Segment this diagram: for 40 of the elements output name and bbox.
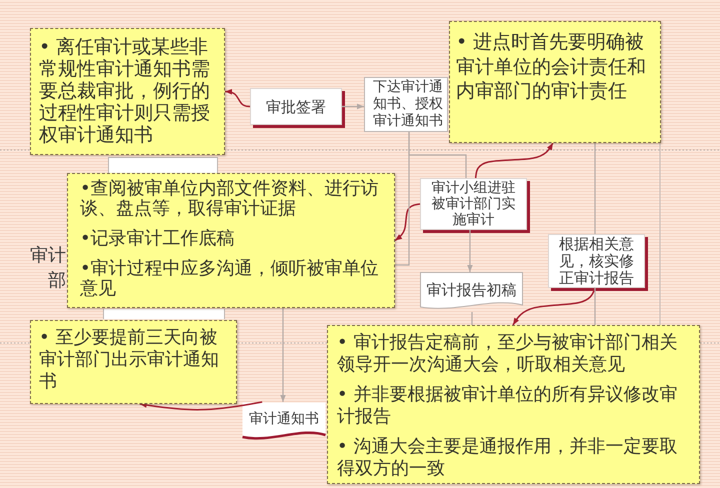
box-text: 根据相关意见，核实修正审计报告 xyxy=(558,236,635,286)
process-box xyxy=(103,309,225,319)
box-text: 审批签署 xyxy=(266,98,326,116)
callout-text: • 并非要根据被审计单位的所有异议修改审计报告 xyxy=(337,384,678,428)
lane-label: 部 xyxy=(48,269,66,292)
callout-box xyxy=(30,28,225,155)
connector-line xyxy=(594,143,596,234)
callout-text: • 审计报告定稿前，至少与被审计部门相关领导开一次沟通大会，听取相关意见 xyxy=(337,332,678,376)
process-box xyxy=(548,234,645,288)
curved-arrow xyxy=(140,401,262,410)
lane-label: 审计 xyxy=(30,244,66,267)
curved-arrow xyxy=(224,89,250,108)
callout-text: • 至少要提前三天向被审计部门出示审计通知书 xyxy=(39,327,220,393)
process-box xyxy=(420,178,527,230)
connector-line xyxy=(471,312,473,325)
process-box xyxy=(108,157,218,173)
curved-arrow xyxy=(474,142,554,178)
callout-text: • 离任审计或某些非常规性审计通知书需要总裁审批，例行的过程性审计则只需授权审计通知书 xyxy=(39,36,211,146)
box-text: 审计报告初稿 xyxy=(426,281,516,299)
flow-arrow xyxy=(280,308,286,402)
callout-text: •审计过程中应多沟通，倾听被审单位意见 xyxy=(80,259,380,299)
callout-text: • 沟通大会主要是通报作用，并非一定要取得双方的一致 xyxy=(337,436,678,480)
connector-line xyxy=(395,132,410,266)
connector-line xyxy=(594,288,596,325)
curved-arrow xyxy=(394,203,420,242)
callout-box xyxy=(449,21,661,143)
flow-arrow xyxy=(342,104,364,110)
callout-text: •记录审计工作底稿 xyxy=(80,229,236,249)
callout-box xyxy=(327,325,700,484)
process-box xyxy=(250,88,342,125)
callout-text: • 进点时首先要明确被审计单位的会计责任和内审部门的审计责任 xyxy=(456,30,647,104)
box-text: 下达审计通知书、授权审计通知书 xyxy=(373,79,444,130)
box-text: 审计小组进驻被审计部门实施审计 xyxy=(430,180,516,228)
curved-arrow xyxy=(512,288,596,326)
callout-box xyxy=(30,320,237,404)
box-text: 审计通知书 xyxy=(249,411,319,428)
callout-box xyxy=(67,173,395,308)
process-box xyxy=(364,77,448,132)
callout-text: •查阅被审单位内部文件资料、进行访谈、盘点等，取得审计证据 xyxy=(80,179,380,219)
flow-arrow xyxy=(467,230,473,272)
